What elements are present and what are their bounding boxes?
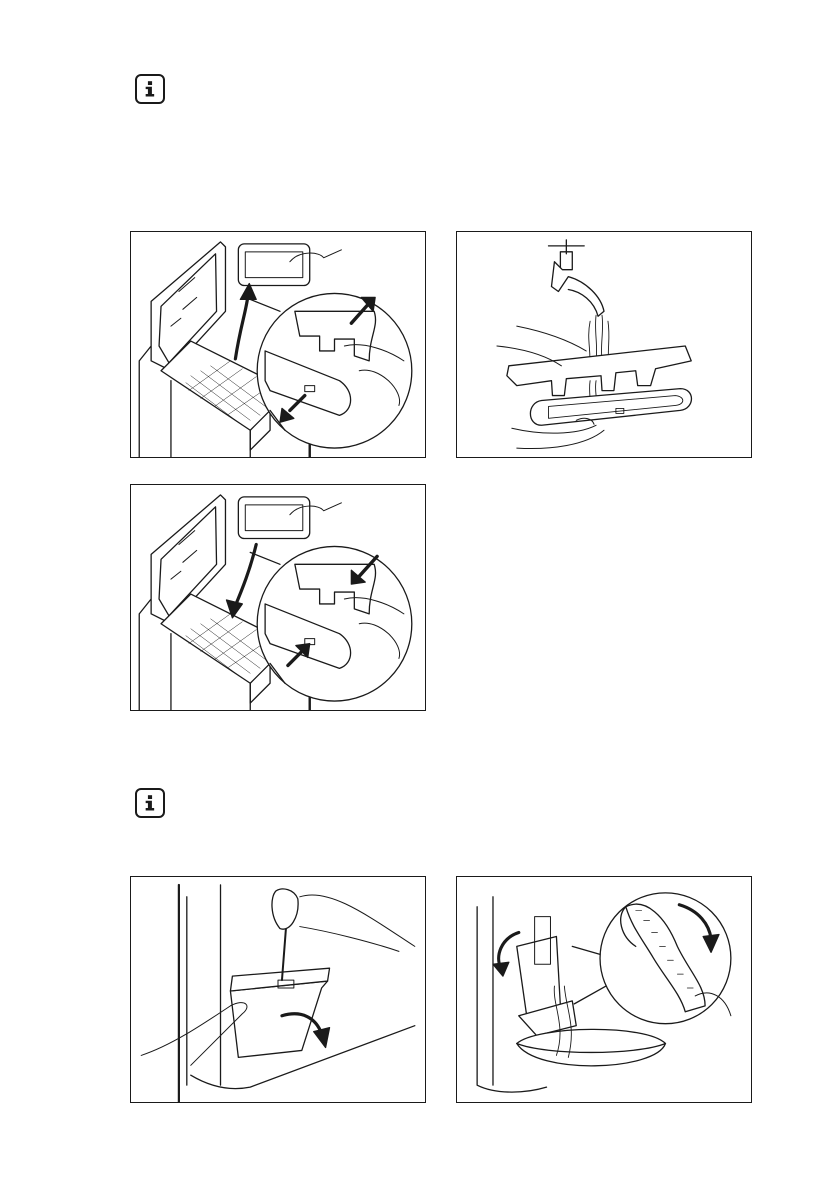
info-icon: [135, 74, 165, 104]
figure-rinse-filter-under-tap: [456, 231, 752, 458]
figure-remove-dispenser-filter: [130, 231, 426, 458]
figure-refit-dispenser-filter: [130, 484, 426, 711]
info-glyph: [137, 790, 163, 816]
info-icon: [135, 788, 165, 818]
figure-open-pump-flap: [130, 876, 426, 1103]
figure-drain-pump-filter: [456, 876, 752, 1103]
info-glyph: [137, 76, 163, 102]
